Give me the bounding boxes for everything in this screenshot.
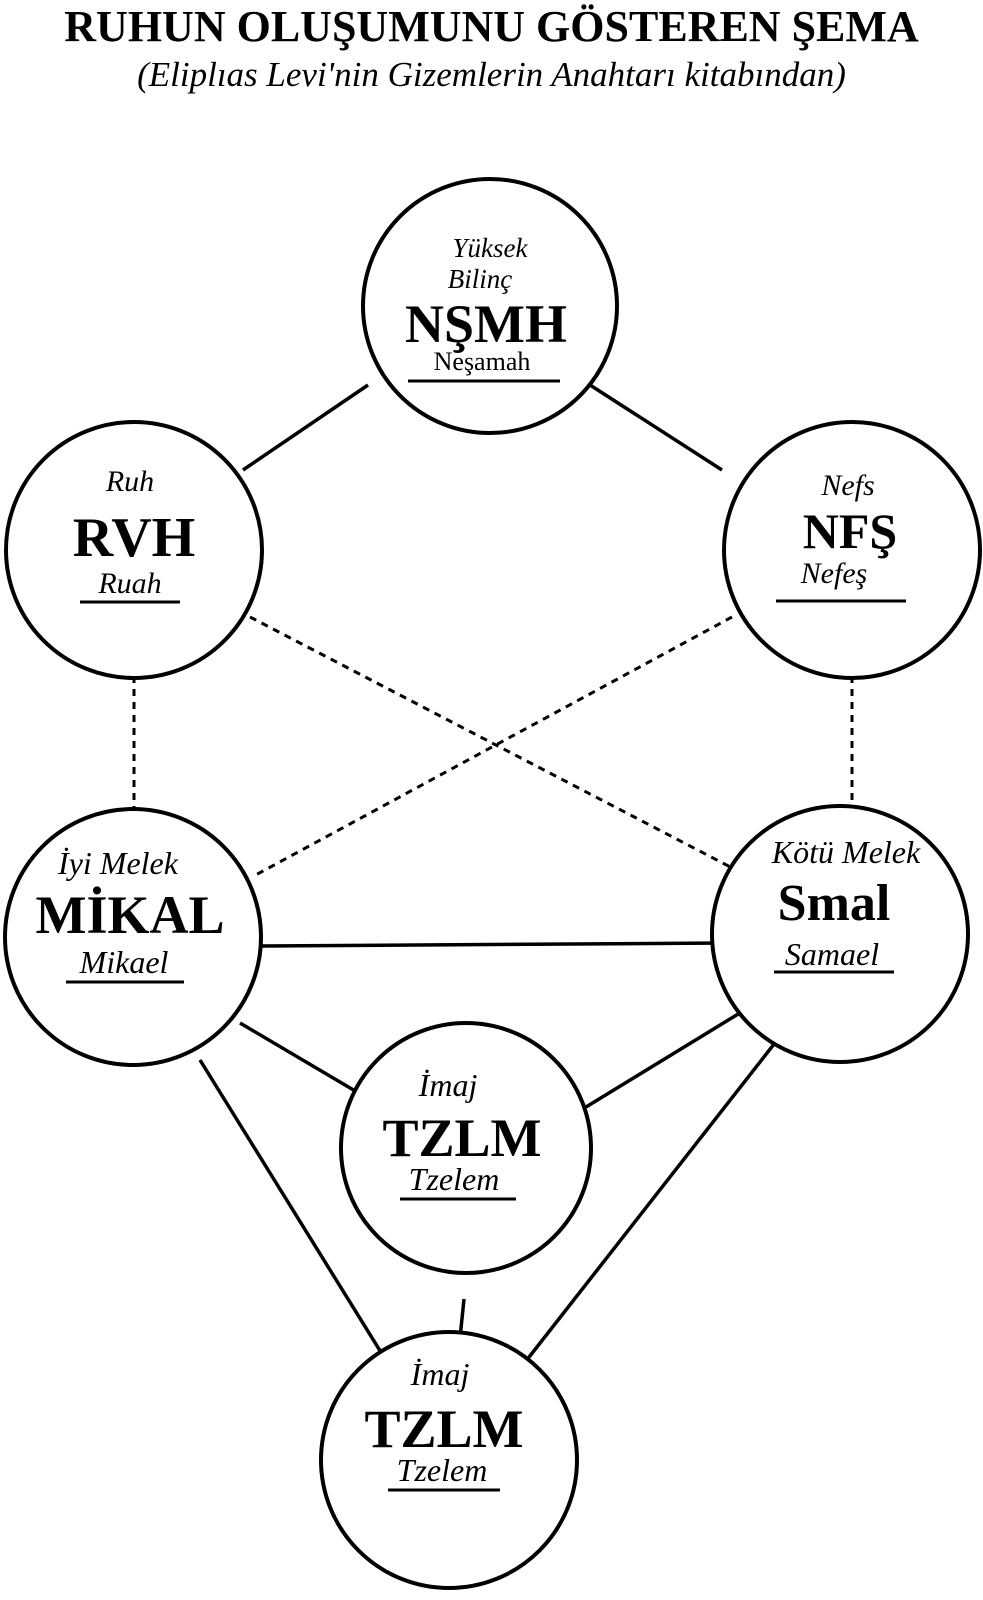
node-neshamah-top2: Bilinç (448, 264, 512, 294)
node-mikael-circle (3, 807, 263, 1067)
edge-neshamah-ruah (242, 383, 369, 472)
node-tzelem-lower-bottom: Tzelem (397, 1452, 488, 1488)
node-ruah-top1: Ruh (105, 465, 154, 498)
node-ruah-circle (4, 420, 264, 680)
node-ruah: Ruh RVH Ruah (4, 420, 264, 680)
edge-ruah-samael (249, 615, 741, 874)
node-nefesh-bottom: Nefeş (800, 557, 868, 590)
node-nefesh-main: NFŞ (803, 503, 897, 559)
diagram-edges (132, 383, 854, 1363)
edge-neshamah-nefesh (589, 383, 723, 472)
node-samael-main: Smal (778, 875, 891, 932)
node-neshamah-bottom: Neşamah (434, 347, 531, 376)
node-tzelem-lower-top1: İmaj (410, 1356, 470, 1392)
node-tzelem-lower-circle (319, 1330, 579, 1590)
node-tzelem-lower-main: TZLM (364, 1399, 523, 1459)
edge-mikael-samael (261, 941, 726, 948)
node-neshamah-main: NŞMH (405, 294, 567, 354)
node-mikael: İyi Melek MİKAL Mikael (3, 807, 263, 1067)
node-samael-bottom: Samael (785, 936, 879, 972)
edge-mikael-tzelem2 (198, 1059, 389, 1363)
diagram-title: RUHUN OLUŞUMUNU GÖSTEREN ŞEMA (64, 2, 919, 51)
node-tzelem-upper-main: TZLM (382, 1108, 541, 1168)
node-samael: Kötü Melek Smal Samael (710, 804, 970, 1064)
node-neshamah-circle (361, 177, 619, 435)
node-tzelem-lower: İmaj TZLM Tzelem (319, 1330, 579, 1590)
node-neshamah: Yüksek Bilinç NŞMH Neşamah (361, 177, 619, 435)
node-ruah-bottom: Ruah (97, 567, 161, 600)
edge-samael-tzelem2 (524, 1037, 780, 1363)
node-nefesh-top1: Nefs (820, 469, 874, 502)
node-nefesh-circle (722, 420, 982, 680)
node-tzelem-upper: İmaj TZLM Tzelem (339, 1021, 593, 1275)
node-mikael-top1: İyi Melek (57, 845, 179, 881)
edge-samael-tzelem1 (585, 1006, 749, 1109)
node-tzelem-upper-bottom: Tzelem (409, 1161, 500, 1197)
diagram-subtitle: (Eliplıas Levi'nin Gizemlerin Anahtarı k… (137, 55, 846, 94)
node-mikael-bottom: Mikael (79, 944, 169, 980)
node-neshamah-top1: Yüksek (453, 233, 529, 263)
node-samael-top1: Kötü Melek (771, 834, 921, 870)
node-ruah-main: RVH (73, 507, 195, 569)
node-mikael-main: MİKAL (36, 885, 225, 945)
edge-mikael-tzelem1 (239, 1021, 363, 1097)
node-tzelem-upper-circle (339, 1021, 593, 1275)
node-tzelem-upper-top1: İmaj (418, 1067, 478, 1103)
node-nefesh: Nefs NFŞ Nefeş (722, 420, 982, 680)
node-samael-circle (710, 804, 970, 1064)
